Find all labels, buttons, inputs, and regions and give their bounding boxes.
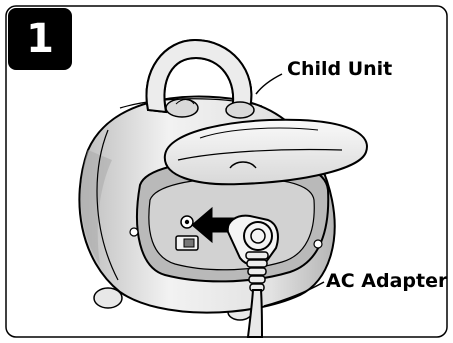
screw-hole bbox=[130, 228, 138, 236]
child-unit-label: Child Unit bbox=[287, 58, 392, 80]
ac-adapter-label: AC Adapter bbox=[326, 270, 447, 292]
step-number-badge: 1 bbox=[8, 8, 72, 70]
step-number: 1 bbox=[26, 16, 54, 62]
handle-base-left bbox=[166, 99, 198, 117]
child-unit-leader bbox=[256, 74, 282, 94]
